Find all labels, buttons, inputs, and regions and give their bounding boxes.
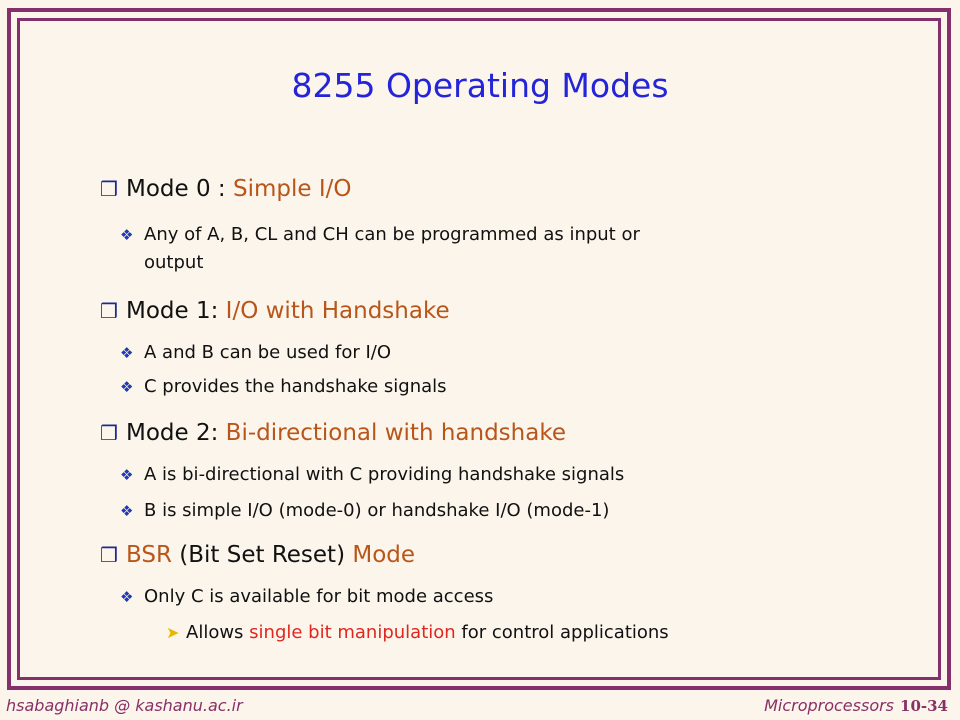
- diamond-bullet-icon: ❖: [120, 588, 134, 606]
- sub-bullet-c-handshake: ❖C provides the handshake signals: [120, 376, 447, 397]
- sub-sub-bullet-bit-manipulation: ➤Allows single bit manipulation for cont…: [166, 622, 669, 643]
- sub-bullet-programmable-ports-cont: output: [144, 252, 204, 273]
- square-bullet-icon: ❒: [100, 177, 118, 201]
- square-bullet-icon: ❒: [100, 299, 118, 323]
- bullet-bsr-mode: ❒BSR (Bit Set Reset) Mode: [100, 542, 416, 568]
- slide-title: 8255 Operating Modes: [291, 66, 669, 105]
- bullet-mode-0: ❒Mode 0 : Simple I/O: [100, 176, 352, 202]
- diamond-bullet-icon: ❖: [120, 226, 134, 244]
- slide-border-outer: [7, 8, 951, 690]
- diamond-bullet-icon: ❖: [120, 502, 134, 520]
- diamond-bullet-icon: ❖: [120, 378, 134, 396]
- diamond-bullet-icon: ❖: [120, 466, 134, 484]
- square-bullet-icon: ❒: [100, 543, 118, 567]
- square-bullet-icon: ❒: [100, 421, 118, 445]
- sub-bullet-programmable-ports: ❖Any of A, B, CL and CH can be programme…: [120, 224, 640, 245]
- footer-email: hsabaghianb @ kashanu.ac.ir: [6, 696, 243, 715]
- sub-bullet-b-simple: ❖B is simple I/O (mode-0) or handshake I…: [120, 500, 610, 521]
- bullet-mode-2: ❒Mode 2: Bi-directional with handshake: [100, 420, 566, 446]
- sub-bullet-a-b-io: ❖A and B can be used for I/O: [120, 342, 391, 363]
- sub-bullet-only-c: ❖Only C is available for bit mode access: [120, 586, 494, 607]
- sub-bullet-a-bidirectional: ❖A is bi-directional with C providing ha…: [120, 464, 625, 485]
- arrowhead-bullet-icon: ➤: [166, 623, 180, 642]
- bullet-mode-1: ❒Mode 1: I/O with Handshake: [100, 298, 450, 324]
- diamond-bullet-icon: ❖: [120, 344, 134, 362]
- page-number: 10-34: [900, 697, 948, 715]
- slide-border-inner: [17, 18, 941, 680]
